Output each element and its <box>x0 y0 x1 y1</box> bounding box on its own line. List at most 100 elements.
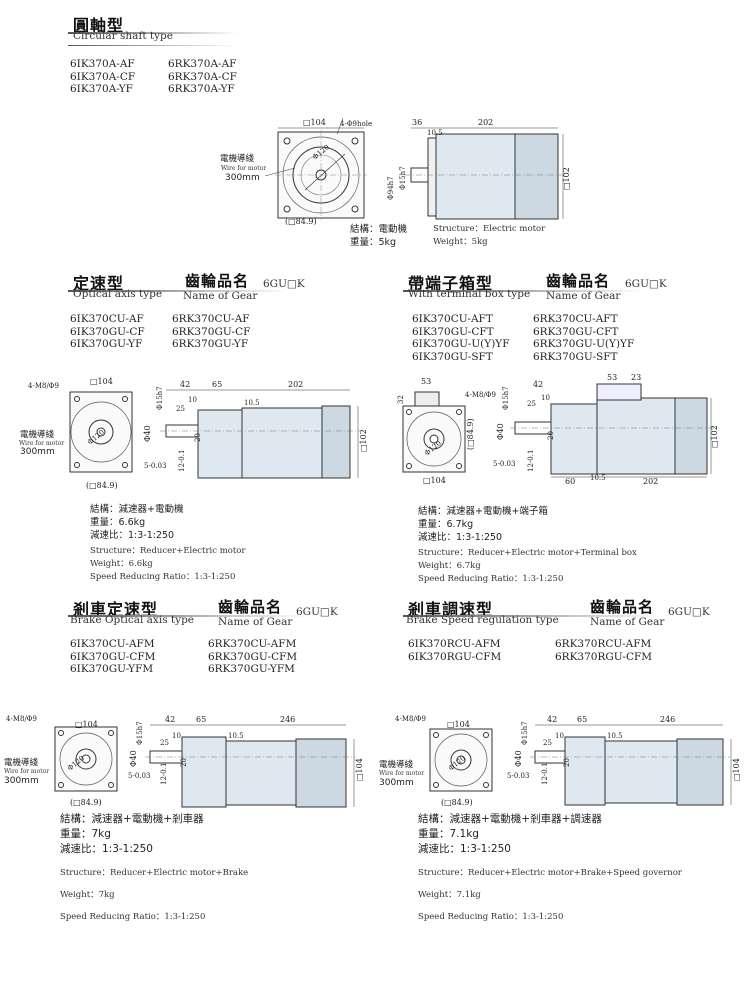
dim-25: 25 <box>176 405 185 413</box>
dim-53: 53 <box>421 377 431 386</box>
gear-code: 6GU□K <box>625 278 667 290</box>
motor-body <box>241 407 323 479</box>
dim-20: 20 <box>180 758 188 767</box>
section-title-speed: 剎車調速型 <box>408 600 494 619</box>
reducer-body <box>564 736 606 806</box>
model-item: 6IK370CU-AF <box>70 313 144 325</box>
model-item: 6IK370CU-AFT <box>412 313 493 325</box>
gear-title: 齒輪品名 <box>218 598 283 616</box>
dim-10: 10 <box>172 732 181 740</box>
spec-zh-brake: 結構：減速器+電動機+剎車器 重量：7kg 減速比：1:3-1:250 <box>60 812 204 857</box>
flange-circle <box>59 732 113 786</box>
mount-hole <box>58 782 64 788</box>
mount-hole <box>483 782 489 788</box>
motor-endcap <box>674 397 708 475</box>
motor-endcap <box>514 133 559 220</box>
dim-42: 42 <box>533 380 543 389</box>
spec-structure: 結構：電動機 <box>350 224 408 235</box>
model-item: 6IK370GU-YF <box>70 338 143 350</box>
model-list-left: 6IK370RCU-AFM 6IK370RGU-CFM <box>408 638 501 663</box>
mount-hole <box>74 396 80 402</box>
dim-25: 25 <box>543 739 552 747</box>
spec-weight-en: Weight：6.6kg <box>90 559 153 569</box>
drawing-optical: Φ120 4-M8/Φ9 □104 (□84.9) 電機導綫 Wire for … <box>19 377 368 490</box>
mount-hole <box>351 205 359 213</box>
dim-pcd-square: (□84.9) <box>86 481 118 490</box>
spec-ratio-en: Speed Reducing Ratio：1:3-1:250 <box>418 574 564 584</box>
model-list-right: 6RK370A-AF 6RK370A-CF 6RK370A-YF <box>168 58 237 96</box>
dim-65: 65 <box>212 380 222 389</box>
section-subtitle-optical: Optical axis type <box>73 288 163 300</box>
dim-42: 42 <box>180 380 190 389</box>
section-title-brake: 剎車定速型 <box>73 600 159 619</box>
drawing-terminal: 53 32 4-M8/Φ9 Φ120 (□84.9) □104 42 25 10… <box>397 373 719 486</box>
model-item: 6IK370GU-YFM <box>70 663 154 675</box>
section-title-circular: 圓軸型 <box>73 16 125 35</box>
dim-pcd-square: (□84.9) <box>441 798 473 807</box>
model-item: 6RK370CU-AFM <box>208 638 297 650</box>
dim-square: □104 <box>447 720 470 729</box>
dim-square-side: □102 <box>710 425 719 448</box>
mount-hole <box>406 409 412 415</box>
wire-label-zh: 電機導綫 <box>379 759 414 770</box>
motor-endcap <box>321 405 351 479</box>
dim-10: 10 <box>188 396 197 404</box>
model-list-left: 6IK370CU-AFM 6IK370GU-CFM 6IK370GU-YFM <box>70 638 155 676</box>
dim-square-side: □102 <box>562 167 571 190</box>
model-item: 6RK370CU-AF <box>172 313 250 325</box>
spec-weight: 重量：7.1kg <box>418 828 479 840</box>
model-item: 6RK370GU-YF <box>172 338 249 350</box>
section-subtitle-brake: Brake Optical axis type <box>70 614 195 626</box>
model-item: 6IK370A-CF <box>70 70 136 83</box>
gear-code: 6GU□K <box>296 606 338 618</box>
gear-title: 齒輪品名 <box>185 272 250 290</box>
gear-title: 齒輪品名 <box>590 598 655 616</box>
dim-60: 60 <box>565 477 575 486</box>
dim-65: 65 <box>196 715 206 724</box>
dim-phi40: Φ40 <box>129 750 138 767</box>
dim-36: 36 <box>412 118 422 127</box>
gear-code: 6GU□K <box>668 606 710 618</box>
dim-holes: 4-Φ9hole <box>340 120 372 128</box>
dim-pcd-square: (□84.9) <box>466 418 475 450</box>
wire-label-en: Wire for motor <box>19 440 64 447</box>
gear-code: 6GU□K <box>263 278 305 290</box>
flange-circle <box>406 411 462 467</box>
dim-holes: 4-M8/Φ9 <box>395 715 426 723</box>
spec-en-circular: Structure：Electric motor Weight：5kg <box>433 223 545 249</box>
reducer-body <box>181 736 227 808</box>
wire-label-en: Wire for motor <box>4 768 49 775</box>
section-rule <box>403 290 643 292</box>
spec-ratio-en: Speed Reducing Ratio：1:3-1:250 <box>60 912 206 922</box>
dim-phi40: Φ40 <box>514 750 523 767</box>
spec-weight: 重量：7kg <box>60 828 111 840</box>
gear-title: 齒輪品名 <box>546 272 611 290</box>
model-item: 6IK370GU-CFT <box>412 325 494 338</box>
wire-length: 300mm <box>20 447 55 457</box>
wire-label-zh: 電機導綫 <box>4 757 39 768</box>
spec-zh-terminal: 結構：減速器+電動機+端子箱 重量：6.7kg 減速比：1:3-1:250 <box>418 505 548 544</box>
model-item: 6RK370GU-SFT <box>533 350 618 363</box>
dim-pcd-square: (□84.9) <box>70 798 102 807</box>
mount-hole <box>283 137 291 145</box>
spec-weight: 重量：5kg <box>350 237 397 248</box>
mount-hole <box>108 730 114 736</box>
flange-circle <box>450 749 472 771</box>
dim-202: 202 <box>288 380 303 389</box>
model-item: 6RK370GU-CF <box>172 325 251 338</box>
dim-246: 246 <box>280 715 295 724</box>
dim-202: 202 <box>643 477 658 486</box>
shaft-circle <box>96 427 106 437</box>
dim-12: 12-0.1 <box>527 450 535 472</box>
dim-phi40: Φ40 <box>143 425 152 442</box>
model-list-left: 6IK370CU-AFT 6IK370GU-CFT 6IK370GU-U(Y)Y… <box>412 313 510 363</box>
shaft-circle <box>429 434 439 444</box>
mount-hole <box>483 732 489 738</box>
gear-subtitle: Name of Gear <box>546 290 621 302</box>
spec-en-speed: Structure：Reducer+Electric motor+Brake+S… <box>418 862 682 928</box>
model-list-left: 6IK370A-AF 6IK370A-CF 6IK370A-YF <box>70 58 135 96</box>
wire-label-en: Wire for motor <box>221 165 266 172</box>
flange-circle <box>75 748 97 770</box>
section-subtitle-terminal: With terminal box type <box>408 288 531 300</box>
mount-hole <box>74 462 80 468</box>
